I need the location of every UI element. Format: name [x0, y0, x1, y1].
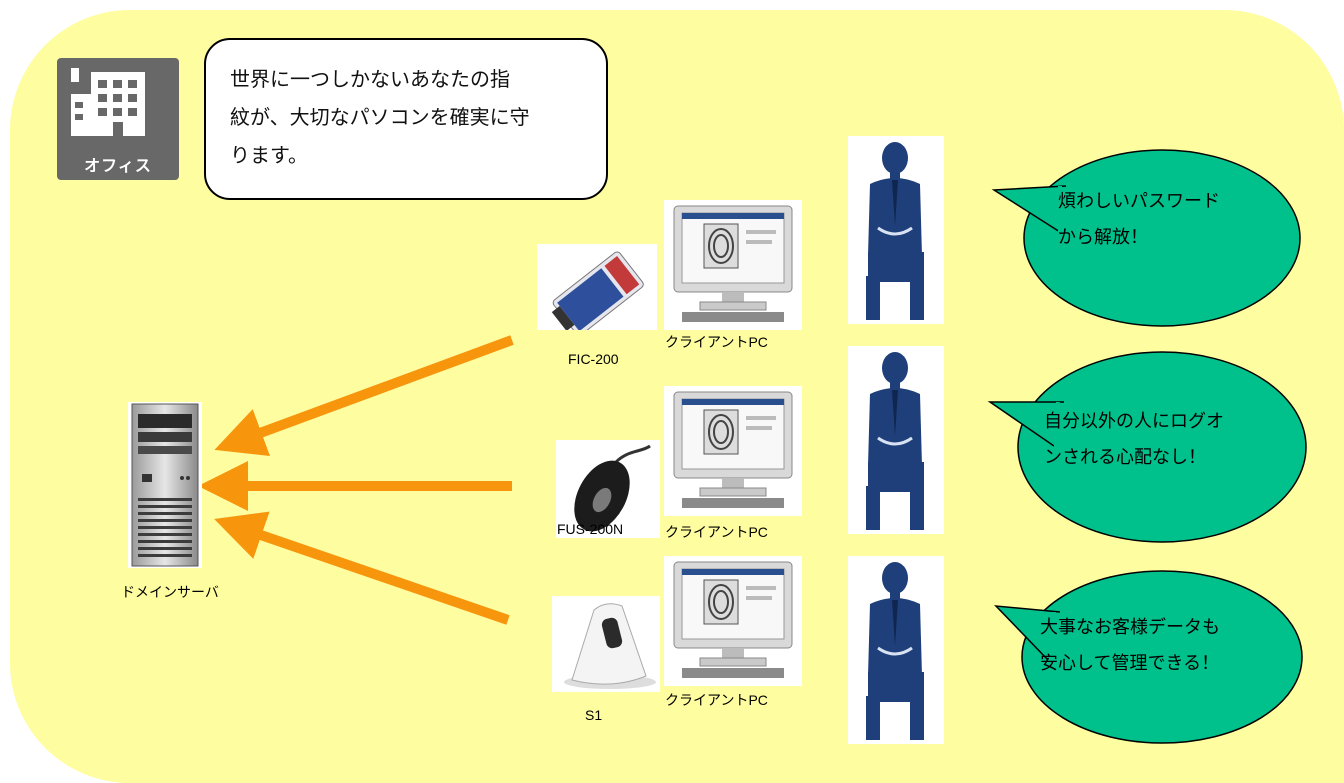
fus200n-device	[556, 440, 660, 538]
seated-businessman-icon	[866, 352, 924, 530]
client-pc-2	[664, 386, 802, 516]
seated-businessman-icon	[866, 562, 924, 740]
seated-user-1	[848, 136, 944, 324]
speech-bubble-1-text: 煩わしいパスワード から解放！	[1058, 191, 1220, 248]
speech-bubble-3	[994, 570, 1303, 744]
speech-bubble-3-text: 大事なお客様データも 安心して管理できる！	[1040, 617, 1220, 674]
arrow-s1-to-server	[214, 511, 510, 625]
intro-line: ります。	[230, 143, 308, 167]
office-badge: オフィス	[57, 58, 179, 180]
server-tower-icon	[131, 403, 199, 567]
office-building-icon	[71, 68, 145, 136]
speech-bubble-1	[991, 149, 1301, 327]
seated-businessman-icon	[866, 142, 924, 320]
speech-bubble-2	[987, 351, 1307, 543]
domain-server	[128, 402, 202, 568]
intro-callout: 世界に一つしかないあなたの指 紋が、大切なパソコンを確実に守 ります。	[204, 38, 608, 200]
server-label: ドメインサーバ	[121, 584, 219, 600]
desktop-fingerprint-scanner-icon	[564, 603, 656, 689]
seated-user-2	[848, 346, 944, 534]
device-label: FUS-200N	[557, 521, 624, 537]
seated-user-3	[848, 556, 944, 744]
intro-line: 世界に一つしかないあなたの指	[230, 67, 510, 91]
fic200-device	[537, 244, 657, 336]
client-pc-label: クライアントPC	[665, 524, 768, 540]
desktop-computer-icon	[673, 391, 793, 508]
arrow-fic200-to-server	[214, 335, 514, 456]
client-pc-1	[664, 200, 802, 330]
device-label: FIC-200	[568, 351, 619, 367]
office-label: オフィス	[84, 156, 152, 175]
desktop-computer-icon	[673, 561, 793, 678]
desktop-computer-icon	[673, 205, 793, 322]
s1-device	[552, 596, 660, 692]
speech-bubble-2-text: 自分以外の人にログオ ンされる心配なし！	[1044, 411, 1224, 468]
fingerprint-card-reader-icon	[551, 251, 644, 336]
client-pc-label: クライアントPC	[665, 692, 768, 708]
usb-fingerprint-reader-icon	[574, 444, 651, 532]
device-label: S1	[585, 707, 603, 723]
client-pc-label: クライアントPC	[665, 334, 768, 350]
client-pc-3	[664, 556, 802, 686]
intro-line: 紋が、大切なパソコンを確実に守	[230, 105, 530, 129]
